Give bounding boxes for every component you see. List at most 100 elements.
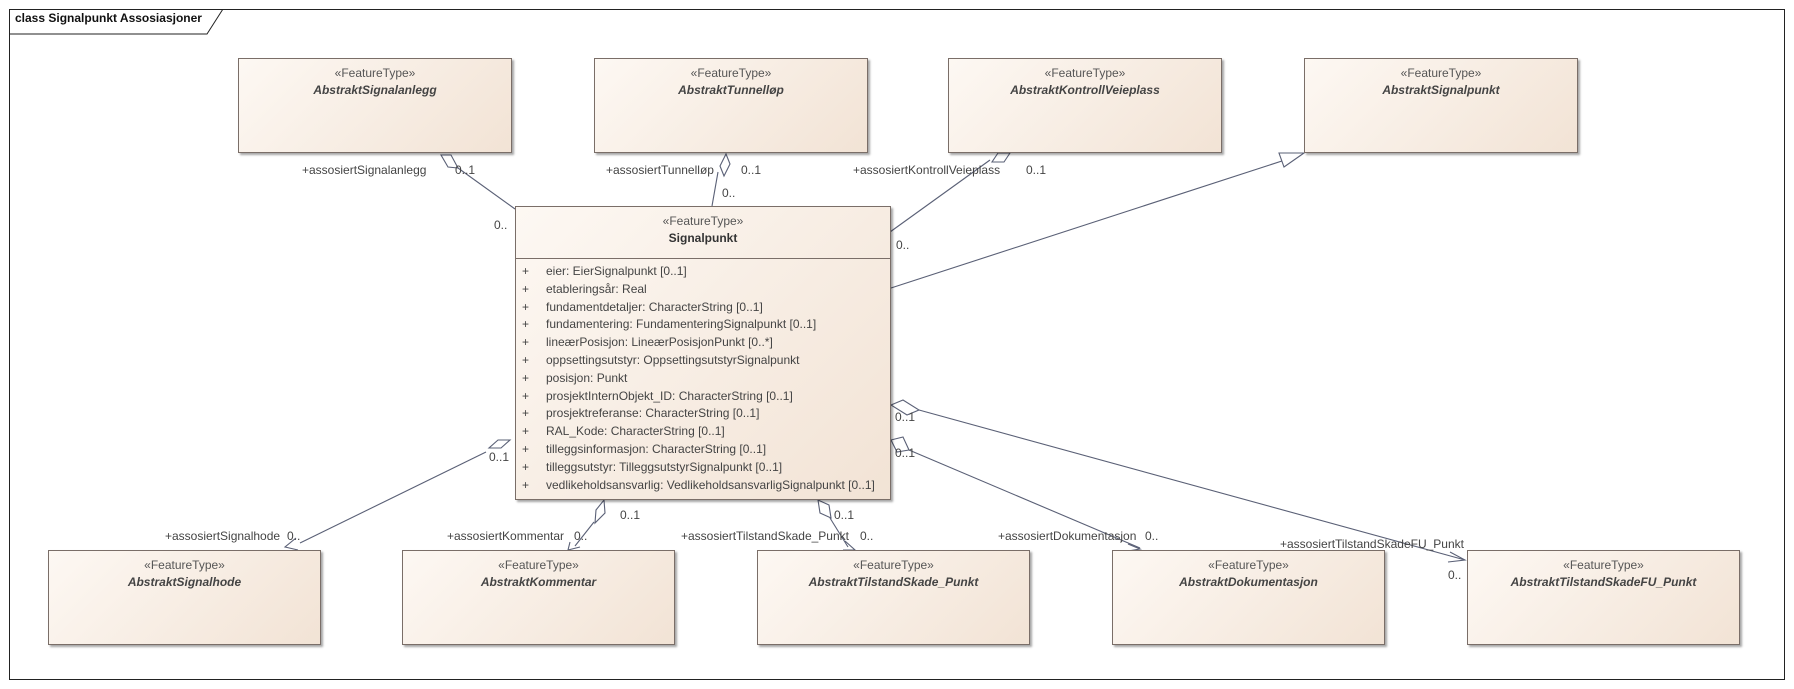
diagram-title: class Signalpunkt Assosiasjoner — [15, 11, 202, 25]
stereotype: «FeatureType» — [1563, 558, 1644, 572]
class-abstrakt-kontrollveieplass[interactable]: «FeatureType» AbstraktKontrollVeieplass — [948, 58, 1222, 153]
attribute-text: posisjon: Punkt — [546, 370, 628, 385]
role-label-tilstandskade: +assosiertTilstandSkade_Punkt — [681, 529, 849, 543]
class-abstrakt-signalpunkt[interactable]: «FeatureType» AbstraktSignalpunkt — [1304, 58, 1578, 153]
diamond-kommentar — [594, 498, 606, 525]
role-label-signalanlegg: +assosiertSignalanlegg — [302, 163, 427, 177]
attribute-visibility: + — [522, 264, 530, 278]
link-kommentar — [574, 521, 595, 547]
multiplicity-signalhode-target: 0.. — [287, 529, 301, 543]
attribute-text: fundamentering: FundamenteringSignalpunk… — [546, 317, 817, 332]
attribute-text: tilleggsinformasjon: CharacterString [0.… — [546, 441, 767, 456]
class-abstrakt-signalanlegg[interactable]: «FeatureType» AbstraktSignalanlegg — [238, 58, 512, 153]
attribute-text: eier: EierSignalpunkt [0..1] — [546, 264, 687, 278]
link-tunnellop — [711, 171, 719, 207]
multiplicity-signalanlegg-target: 0..1 — [455, 163, 476, 177]
attribute-visibility: + — [522, 388, 530, 403]
attribute-text: RAL_Kode: CharacterString [0..1] — [546, 424, 725, 439]
diamond-signalhode — [487, 439, 512, 449]
attribute-visibility: + — [522, 424, 530, 439]
multiplicity-kontrollveieplass-target: 0..1 — [1026, 163, 1047, 177]
link-signalhode — [299, 451, 487, 544]
link-signalanlegg — [457, 167, 516, 210]
arrow-kommentar — [567, 541, 581, 551]
stereotype: «FeatureType» — [853, 558, 934, 572]
stereotype: «FeatureType» — [662, 214, 744, 228]
stereotype: «FeatureType» — [690, 66, 772, 80]
class-abstrakt-tunnellop[interactable]: «FeatureType» AbstraktTunnelløp — [594, 58, 868, 153]
role-label-signalhode: +assosiertSignalhode — [165, 529, 281, 543]
attribute-row: + tilleggsinformasjon: CharacterString [0… — [516, 442, 890, 460]
stereotype: «FeatureType» — [334, 66, 416, 80]
attribute-row: + tilleggsutstyr: TilleggsutstyrSignalpun… — [516, 460, 890, 478]
attribute-visibility: + — [522, 459, 530, 474]
multiplicity-tilstandskade-target: 0.. — [860, 529, 874, 543]
arrow-tilstandskadefu — [1447, 551, 1467, 563]
multiplicity-tilstandskade-source: 0..1 — [834, 508, 855, 522]
class-abstrakt-dokumentasjon[interactable]: «FeatureType» AbstraktDokumentasjon — [1112, 550, 1385, 645]
multiplicity-tilstandskadefu-target: 0.. — [1448, 568, 1462, 582]
class-abstrakt-kommentar[interactable]: «FeatureType» AbstraktKommentar — [402, 550, 675, 645]
diamond-dokumentasjon — [890, 436, 910, 453]
role-label-tilstandskadefu: +assosiertTilstandSkadeFU_Punkt — [1280, 537, 1464, 551]
attribute-text: tilleggsutstyr: TilleggsutstyrSignalpunk… — [546, 459, 783, 474]
attribute-visibility: + — [522, 406, 530, 421]
class-signalpunkt[interactable]: «FeatureType» Signalpunkt + eier: EierSig… — [515, 206, 891, 500]
diamond-tunnellop — [719, 152, 731, 178]
class-name: AbstraktDokumentasjon — [1179, 575, 1318, 589]
attribute-row: +etableringsår: Real — [516, 282, 890, 300]
class-name: AbstraktSignalpunkt — [1382, 83, 1500, 97]
link-dokumentasjon — [908, 449, 1141, 549]
link-generalization — [890, 159, 1286, 289]
attribute-row: + eier: EierSignalpunkt [0..1] — [516, 264, 890, 282]
attribute-text: etableringsår: Real — [546, 281, 647, 296]
attribute-row: + prosjektreferanse: CharacterString [0..… — [516, 406, 890, 424]
diamond-tilstandskadefu — [889, 399, 921, 416]
attribute-text: prosjektreferanse: CharacterString [0..1… — [546, 406, 760, 421]
class-abstrakt-tilstandskadefu-punkt[interactable]: «FeatureType» AbstraktTilstandSkadeFU_Pu… — [1467, 550, 1740, 645]
class-name: AbstraktKontrollVeieplass — [1010, 83, 1160, 97]
attribute-row: + prosjektInternObjekt_ID: CharacterStrin… — [516, 389, 890, 407]
attribute-visibility: + — [522, 299, 530, 314]
attribute-visibility: + — [522, 317, 530, 332]
attribute-text: prosjektInternObjekt_ID: CharacterString… — [546, 388, 793, 403]
multiplicity-tilstandskadefu-source: 0..1 — [895, 410, 916, 424]
attribute-visibility: + — [522, 477, 530, 492]
stereotype: «FeatureType» — [498, 558, 579, 572]
multiplicity-kontrollveieplass-source: 0.. — [896, 238, 910, 252]
diamond-kontrollveieplass — [990, 152, 1012, 163]
diamond-tilstandskade — [817, 499, 832, 519]
multiplicity-signalanlegg-source: 0.. — [494, 218, 508, 232]
attribute-text: lineærPosisjon: LineærPosisjonPunkt [0..… — [546, 335, 773, 350]
multiplicity-tunnellop-source: 0.. — [722, 186, 736, 200]
class-name: AbstraktSignalhode — [127, 575, 242, 589]
class-name: AbstraktTilstandSkade_Punkt — [808, 575, 979, 589]
role-label-kommentar: +assosiertKommentar — [447, 529, 565, 543]
link-kontrollveieplass — [889, 159, 991, 233]
multiplicity-kommentar-source: 0..1 — [620, 508, 641, 522]
attribute-row: +lineærPosisjon: LineærPosisjonPunkt [0.… — [516, 335, 890, 353]
link-tilstandskadefu — [918, 409, 1466, 561]
stereotype: «FeatureType» — [1044, 66, 1126, 80]
attribute-row: +posisjon: Punkt — [516, 371, 890, 389]
generalization-arrowhead — [1278, 152, 1306, 168]
stereotype: «FeatureType» — [144, 558, 225, 572]
class-abstrakt-signalhode[interactable]: «FeatureType» AbstraktSignalhode — [48, 550, 321, 645]
class-name: AbstraktKommentar — [480, 575, 597, 589]
class-name: AbstraktTilstandSkadeFU_Punkt — [1510, 575, 1697, 589]
class-abstrakt-tilstandskade-punkt[interactable]: «FeatureType» AbstraktTilstandSkade_Punk… — [757, 550, 1030, 645]
multiplicity-kommentar-target: 0.. — [574, 529, 588, 543]
role-label-dokumentasjon: +assosiertDokumentasjon — [998, 529, 1137, 543]
role-label-tunnellop: +assosiertTunnelløp — [606, 163, 714, 177]
class-name: Signalpunkt — [668, 231, 738, 245]
attribute-visibility: + — [522, 441, 530, 456]
stereotype: «FeatureType» — [1208, 558, 1289, 572]
attribute-row: + vedlikeholdsansvarlig: Vedlikeholdsansv… — [516, 478, 890, 496]
attribute-text: vedlikeholdsansvarlig: Vedlikeholdsansva… — [546, 477, 875, 492]
link-tilstandskade — [829, 517, 849, 548]
multiplicity-signalhode-source: 0..1 — [489, 450, 510, 464]
attribute-row: +fundamentdetaljer: CharacterString [0..… — [516, 300, 890, 318]
diagram-title-tab — [9, 9, 224, 35]
multiplicity-dokumentasjon-target: 0.. — [1145, 529, 1159, 543]
